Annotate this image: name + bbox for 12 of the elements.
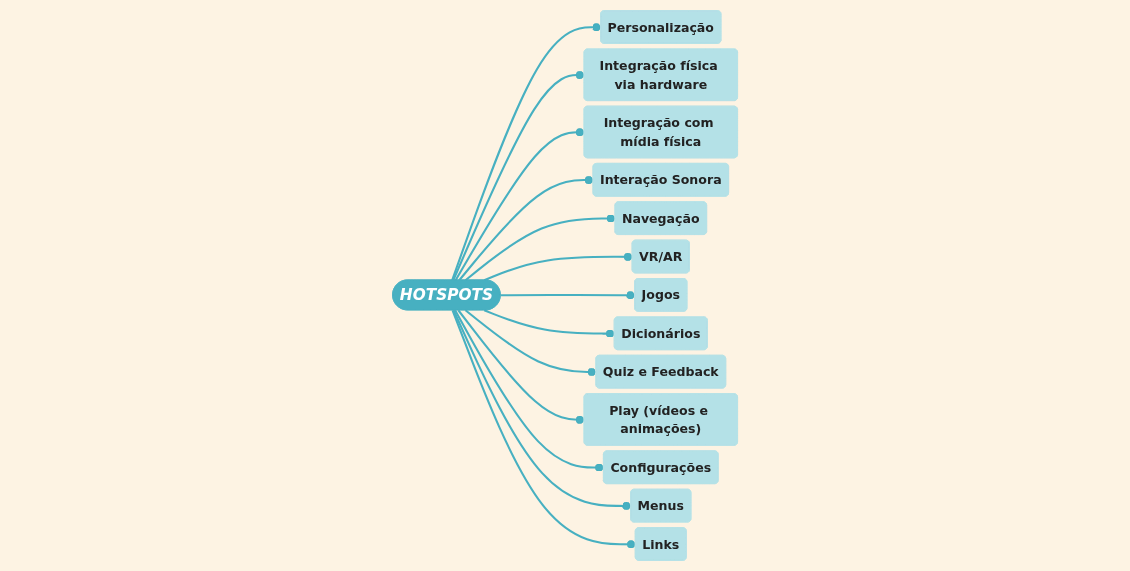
connector: [483, 309, 615, 338]
connector: [452, 70, 585, 281]
connector: [458, 175, 594, 281]
connector: [451, 23, 601, 281]
connector: [500, 291, 635, 300]
connector: [483, 252, 633, 282]
connector: [452, 309, 631, 511]
connector: [464, 309, 597, 377]
connector: [454, 309, 604, 472]
connector: [454, 128, 585, 281]
connector: [451, 309, 636, 549]
connector: [457, 309, 585, 424]
